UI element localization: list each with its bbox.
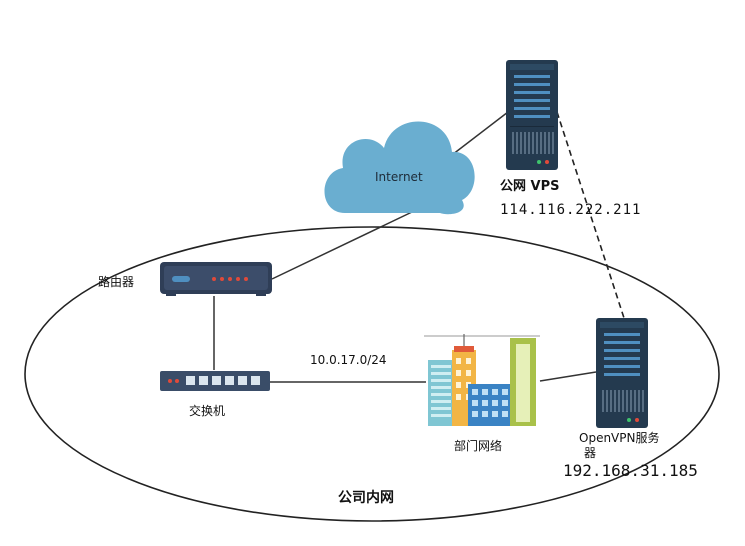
openvpn-ip-label: 192.168.31.185: [563, 461, 698, 480]
vpn-tunnel-dashed-link: [556, 111, 625, 319]
department-network-buildings-icon: [424, 334, 540, 426]
vps-server-icon: [506, 60, 558, 170]
router-label: 路由器: [98, 275, 135, 289]
switch-label: 交换机: [189, 404, 226, 418]
internet-cloud-icon: [324, 121, 475, 215]
switch-icon: [160, 371, 270, 391]
openvpn-label-line2: 器: [584, 446, 597, 460]
vps-ip-label: 114.116.222.211: [500, 202, 642, 218]
router-icon: [160, 262, 272, 296]
company-lan-label: 公司内网: [338, 490, 394, 506]
internet-label: Internet: [375, 170, 423, 184]
company-lan-boundary: [24, 226, 720, 522]
openvpn-server-icon: [596, 318, 648, 428]
link-internet-vps: [447, 111, 509, 159]
subnet-label: 10.0.17.0/24: [310, 353, 387, 367]
department-network-label: 部门网络: [454, 439, 503, 453]
vps-label: 公网 VPS: [500, 179, 560, 194]
openvpn-label-line1: OpenVPN服务: [579, 431, 660, 445]
link-internet-router: [271, 211, 413, 280]
link-dept-openvpn: [539, 371, 597, 382]
